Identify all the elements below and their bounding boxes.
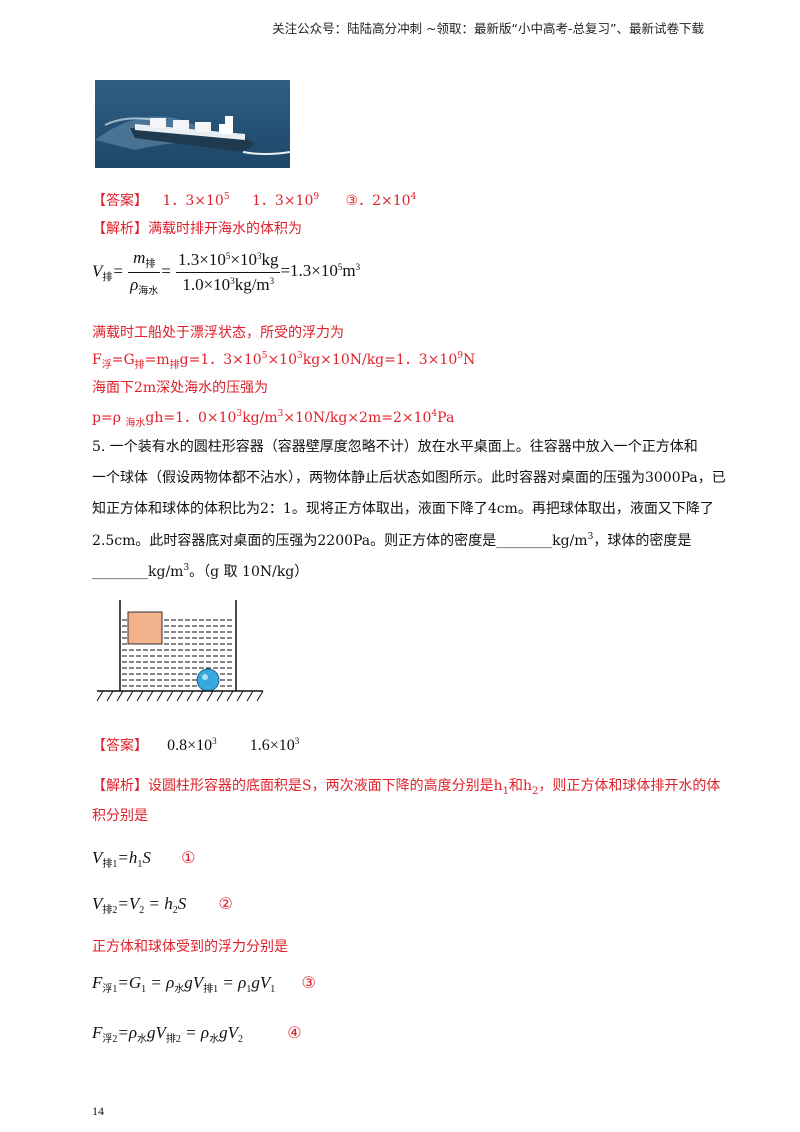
- answer-label: 【答案】: [92, 193, 148, 209]
- volume-formula: V排= m排 ρ海水 = 1.3×105×103kg 1.0×103kg/m3 …: [92, 248, 361, 297]
- q5-line1: 5. 一个装有水的圆柱形容器（容器壁厚度忽略不计）放在水平桌面上。往容器中放入一…: [92, 439, 698, 455]
- equation-4: F浮2=ρ水gV排2 = ρ水gV2 ④: [92, 1023, 302, 1045]
- q4-line2: 满载时工船处于漂浮状态，所受的浮力为: [92, 325, 344, 341]
- fraction-values: 1.3×105×103kg 1.0×103kg/m3: [176, 250, 281, 294]
- q5-line4: 2.5cm。此时容器底对桌面的压强为2200Pa。则正方体的密度是_______…: [92, 532, 692, 549]
- q5-analysis: 【解析】设圆柱形容器的底面积是S，两次液面下降的高度分别是h1和h2，则正方体和…: [92, 778, 721, 797]
- q5-line5: ________kg/m3。（g 取 10N/kg）: [92, 563, 309, 580]
- equation-2: V排2=V2 = h2S ②: [92, 894, 233, 916]
- analysis-label: 【解析】: [92, 221, 148, 237]
- q5-answer: 【答案】 0.8×103 1.6×103: [92, 736, 300, 754]
- container-diagram: [95, 598, 265, 710]
- q4-line4: 海面下2m深处海水的压强为: [92, 380, 269, 396]
- q5-buoyancy-intro: 正方体和球体受到的浮力分别是: [92, 939, 288, 955]
- q4-pressure-line: p=ρ 海水gh=1．0×103kg/m3×10N/kg×2m=2×104Pa: [92, 409, 455, 429]
- q4-answer: 【答案】 1．3×105 1．3×109 ③．2×104: [92, 192, 417, 209]
- sphere-ball: [196, 668, 220, 692]
- q4-buoyancy-line: F浮=G排=m排g=1．3×105×103kg×10N/kg=1．3×109N: [92, 351, 476, 371]
- ship-photo: [95, 80, 290, 168]
- equation-1: V排1=h1S ①: [92, 848, 196, 870]
- fraction-mass-density: m排 ρ海水: [128, 248, 161, 297]
- page-header: 关注公众号：陆陆高分冲刺 ~领取：最新版“小中高考-总复习”、最新试卷下载: [272, 21, 704, 36]
- q5-analysis-line2: 积分别是: [92, 808, 148, 824]
- answer-label: 【答案】: [92, 738, 148, 754]
- q5-line2: 一个球体（假设两物体都不沾水），两物体静止后状态如图所示。此时容器对桌面的压强为…: [92, 470, 726, 486]
- analysis-label: 【解析】: [92, 778, 148, 794]
- q4-analysis-intro: 【解析】满载时排开海水的体积为: [92, 221, 302, 237]
- equation-3: F浮1=G1 = ρ水gV排1 = ρ1gV1 ③: [92, 973, 316, 995]
- cube-block: [127, 611, 163, 645]
- q5-line3: 知正方体和球体的体积比为2：1。现将正方体取出，液面下降了4cm。再把球体取出，…: [92, 501, 714, 517]
- page-number: 14: [92, 1104, 104, 1118]
